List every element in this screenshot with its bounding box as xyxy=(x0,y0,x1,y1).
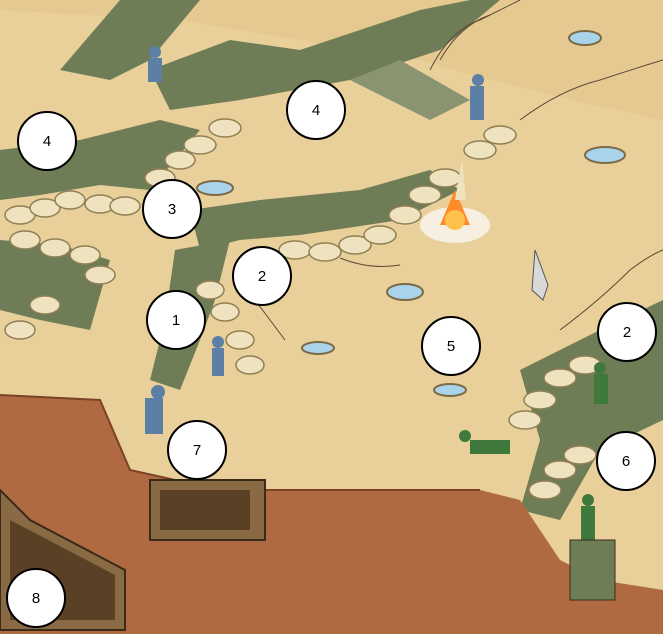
marker-3: 3 xyxy=(142,179,202,239)
marker-4-left-label: 4 xyxy=(43,133,51,150)
marker-7: 7 xyxy=(167,420,227,480)
marker-6: 6 xyxy=(596,431,656,491)
marker-8-label: 8 xyxy=(32,590,40,607)
marker-1: 1 xyxy=(146,290,206,350)
marker-1-label: 1 xyxy=(172,312,180,329)
marker-7-label: 7 xyxy=(193,442,201,459)
marker-2-right-label: 2 xyxy=(623,324,631,341)
marker-2-left: 2 xyxy=(232,246,292,306)
marker-6-label: 6 xyxy=(622,453,630,470)
marker-5-label: 5 xyxy=(447,338,455,355)
marker-3-label: 3 xyxy=(168,201,176,218)
marker-2-left-label: 2 xyxy=(258,268,266,285)
marker-8: 8 xyxy=(6,568,66,628)
marker-4-left: 4 xyxy=(17,111,77,171)
marker-2-right: 2 xyxy=(597,302,657,362)
marker-4-right-label: 4 xyxy=(312,102,320,119)
marker-4-right: 4 xyxy=(286,80,346,140)
marker-5: 5 xyxy=(421,316,481,376)
